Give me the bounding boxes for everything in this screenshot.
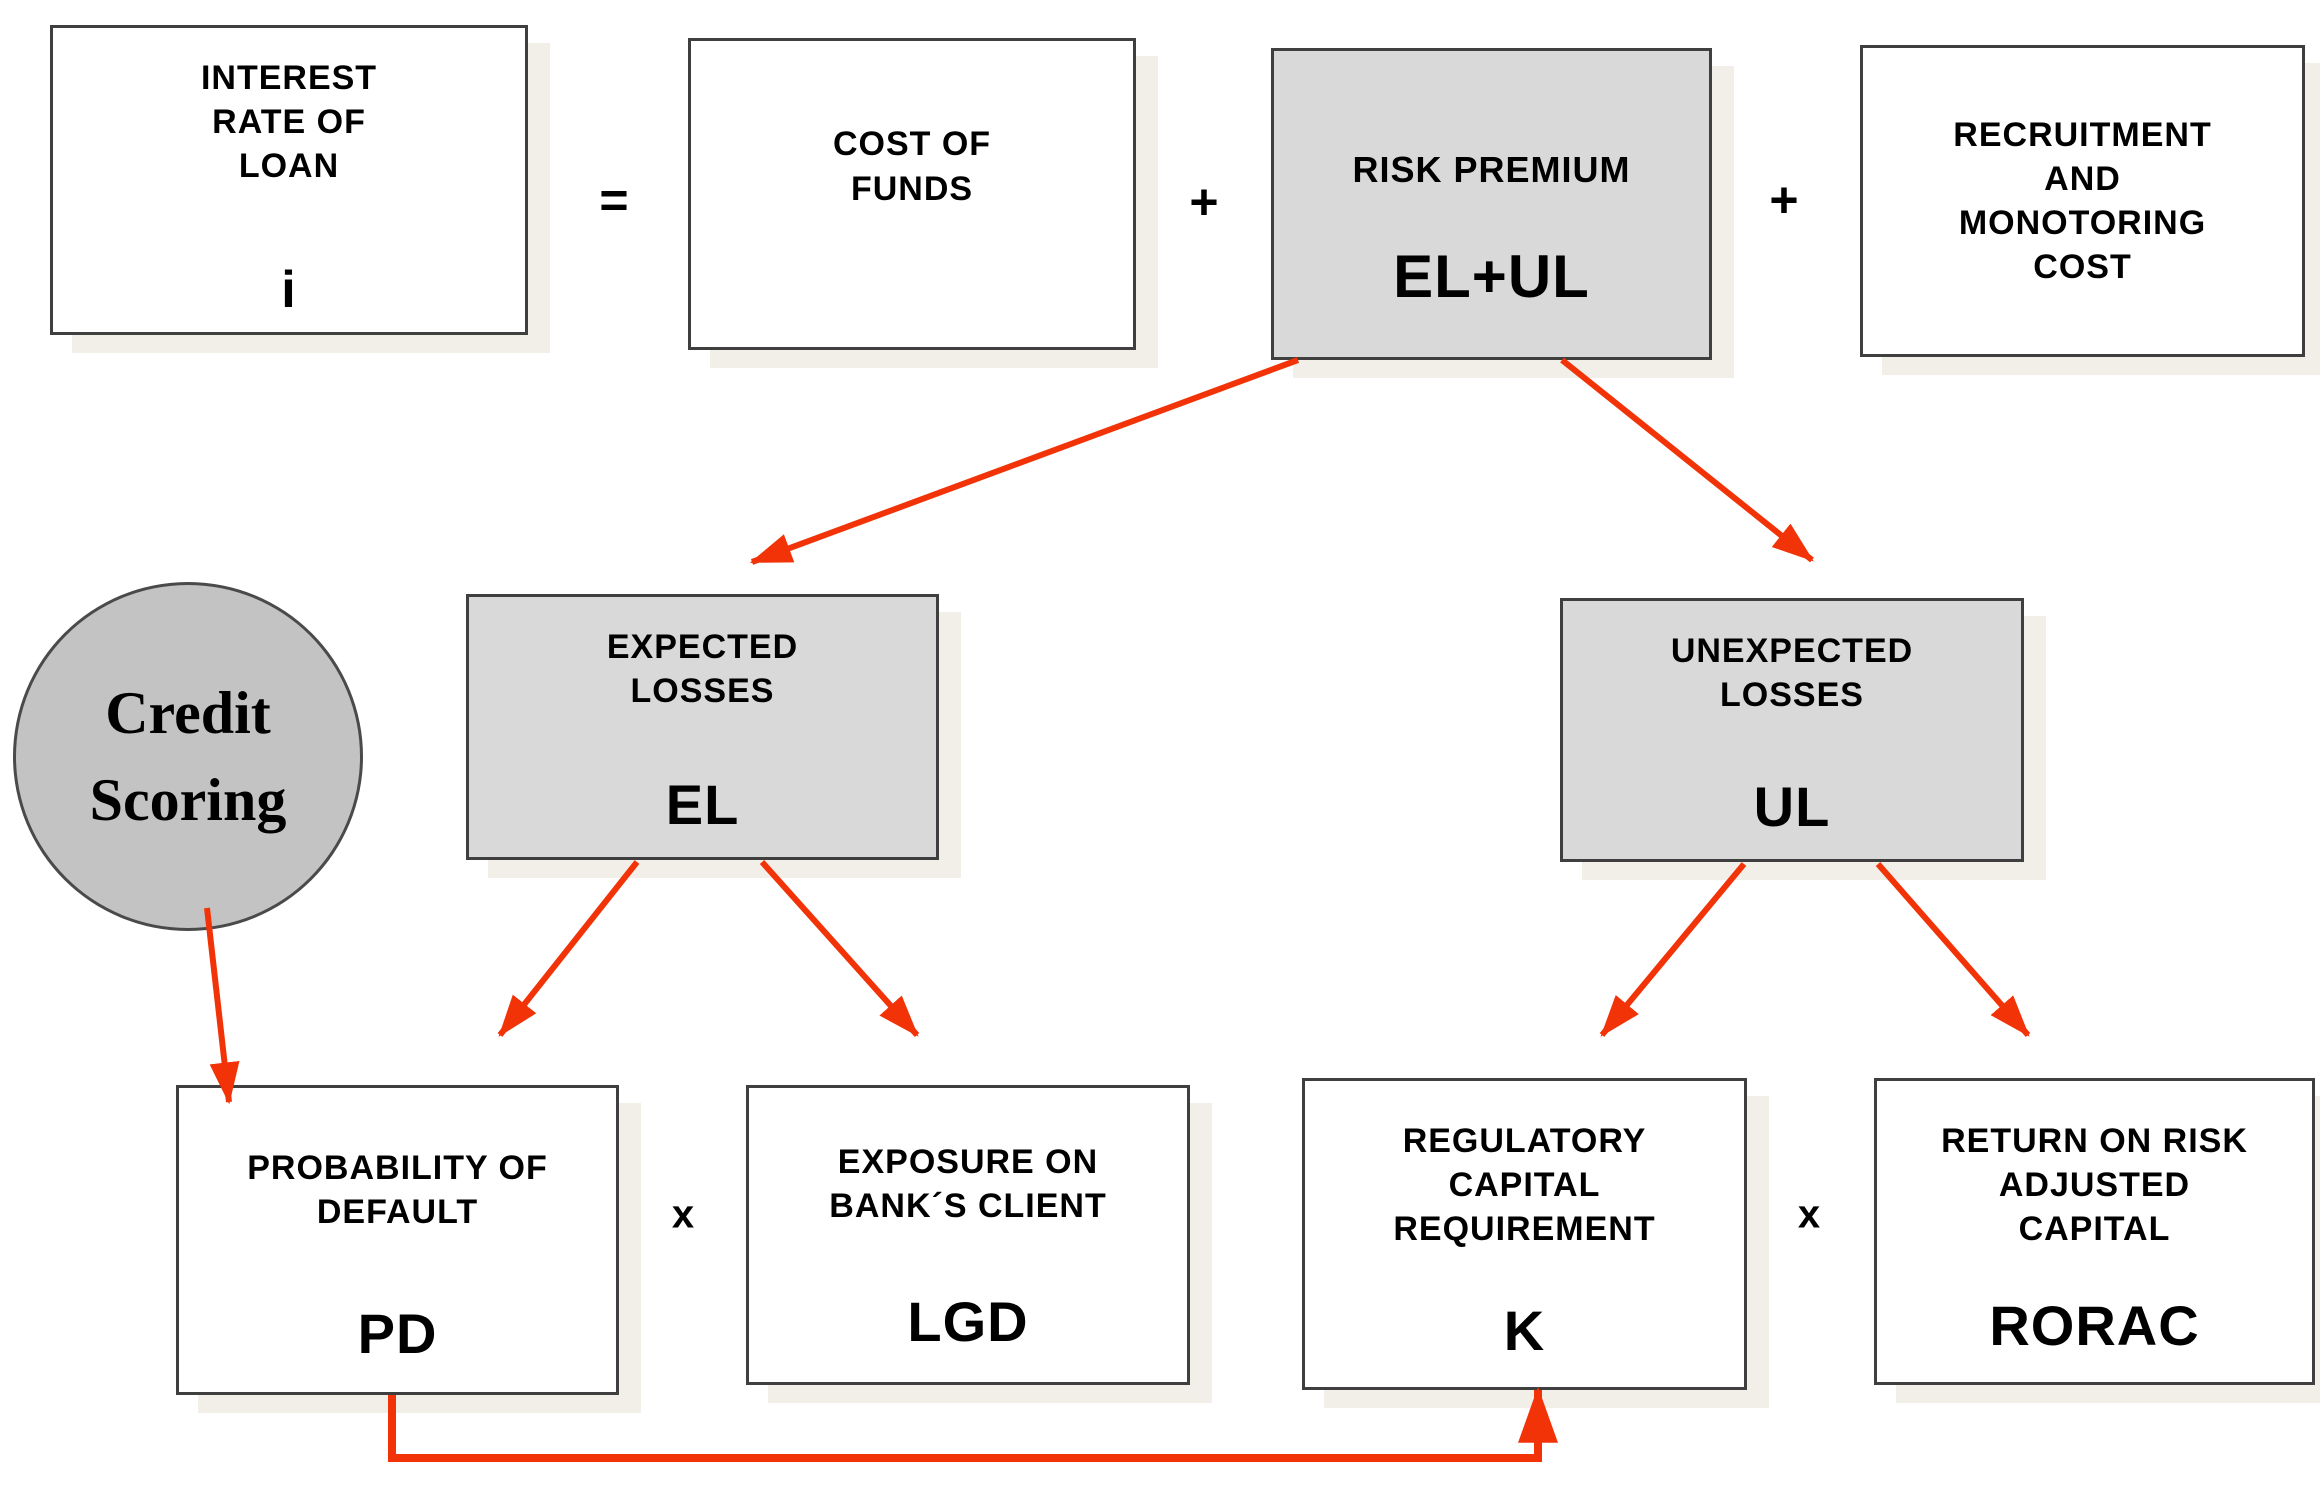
node-regulatory-capital-requirement: REGULATORY CAPITAL REQUIREMENT K — [1302, 1078, 1747, 1390]
arrow-expected-losses-to-pd — [497, 860, 640, 1037]
arrow-credit-scoring-to-pd — [204, 907, 240, 1105]
node-risk-premium: RISK PREMIUM EL+UL — [1271, 48, 1712, 360]
node-unexpected-losses: UNEXPECTED LOSSES UL — [1560, 598, 2024, 862]
node-recruitment-monitoring-cost: RECRUITMENT AND MONOTORING COST — [1860, 45, 2305, 357]
node-credit-scoring: Credit Scoring — [13, 582, 363, 931]
node-symbol: RORAC — [1989, 1294, 2200, 1357]
arrow-unexpected-losses-to-k — [1599, 862, 1747, 1037]
node-label: COST OF FUNDS — [832, 125, 992, 208]
node-symbol: PD — [357, 1302, 438, 1365]
node-label: PROBABILITY OF DEFAULT — [247, 1149, 548, 1232]
node-return-on-risk-adjusted-capital: RETURN ON RISK ADJUSTED CAPITAL RORAC — [1874, 1078, 2315, 1385]
plus-operator-1: + — [1189, 174, 1219, 230]
node-label: INTEREST RATE OF LOAN — [200, 59, 378, 186]
plus-operator-2: + — [1769, 172, 1799, 228]
multiply-operator-1: x — [671, 1192, 695, 1237]
node-expected-losses: EXPECTED LOSSES EL — [466, 594, 939, 860]
connector-pd-to-k — [388, 1386, 1558, 1462]
node-symbol: EL+UL — [1393, 242, 1590, 310]
node-interest-rate-of-loan: INTEREST RATE OF LOAN i — [50, 25, 528, 335]
node-probability-of-default: PROBABILITY OF DEFAULT PD — [176, 1085, 619, 1395]
node-symbol: LGD — [907, 1290, 1029, 1353]
node-cost-of-funds: COST OF FUNDS — [688, 38, 1136, 350]
node-label: RISK PREMIUM — [1352, 149, 1631, 190]
node-symbol: UL — [1753, 775, 1831, 838]
node-symbol: i — [281, 261, 297, 319]
arrow-unexpected-losses-to-rorac — [1875, 862, 2031, 1037]
node-label: EXPOSURE ON BANK´S CLIENT — [829, 1143, 1107, 1226]
arrow-expected-losses-to-lgd — [759, 859, 920, 1038]
node-label: REGULATORY CAPITAL REQUIREMENT — [1393, 1122, 1656, 1249]
node-label: RETURN ON RISK ADJUSTED CAPITAL — [1941, 1122, 2248, 1249]
equals-operator: = — [599, 172, 629, 228]
arrow-risk-premium-to-unexpected-losses — [1560, 357, 1814, 563]
node-exposure-on-banks-client: EXPOSURE ON BANK´S CLIENT LGD — [746, 1085, 1190, 1385]
node-label: EXPECTED LOSSES — [606, 628, 799, 711]
node-symbol: EL — [665, 773, 740, 836]
multiply-operator-2: x — [1797, 1192, 1821, 1237]
node-label: Credit Scoring — [89, 679, 287, 833]
node-symbol: K — [1503, 1299, 1546, 1362]
arrow-risk-premium-to-expected-losses — [749, 357, 1300, 565]
node-label: UNEXPECTED LOSSES — [1670, 632, 1914, 715]
node-label: RECRUITMENT AND MONOTORING COST — [1953, 115, 2212, 287]
